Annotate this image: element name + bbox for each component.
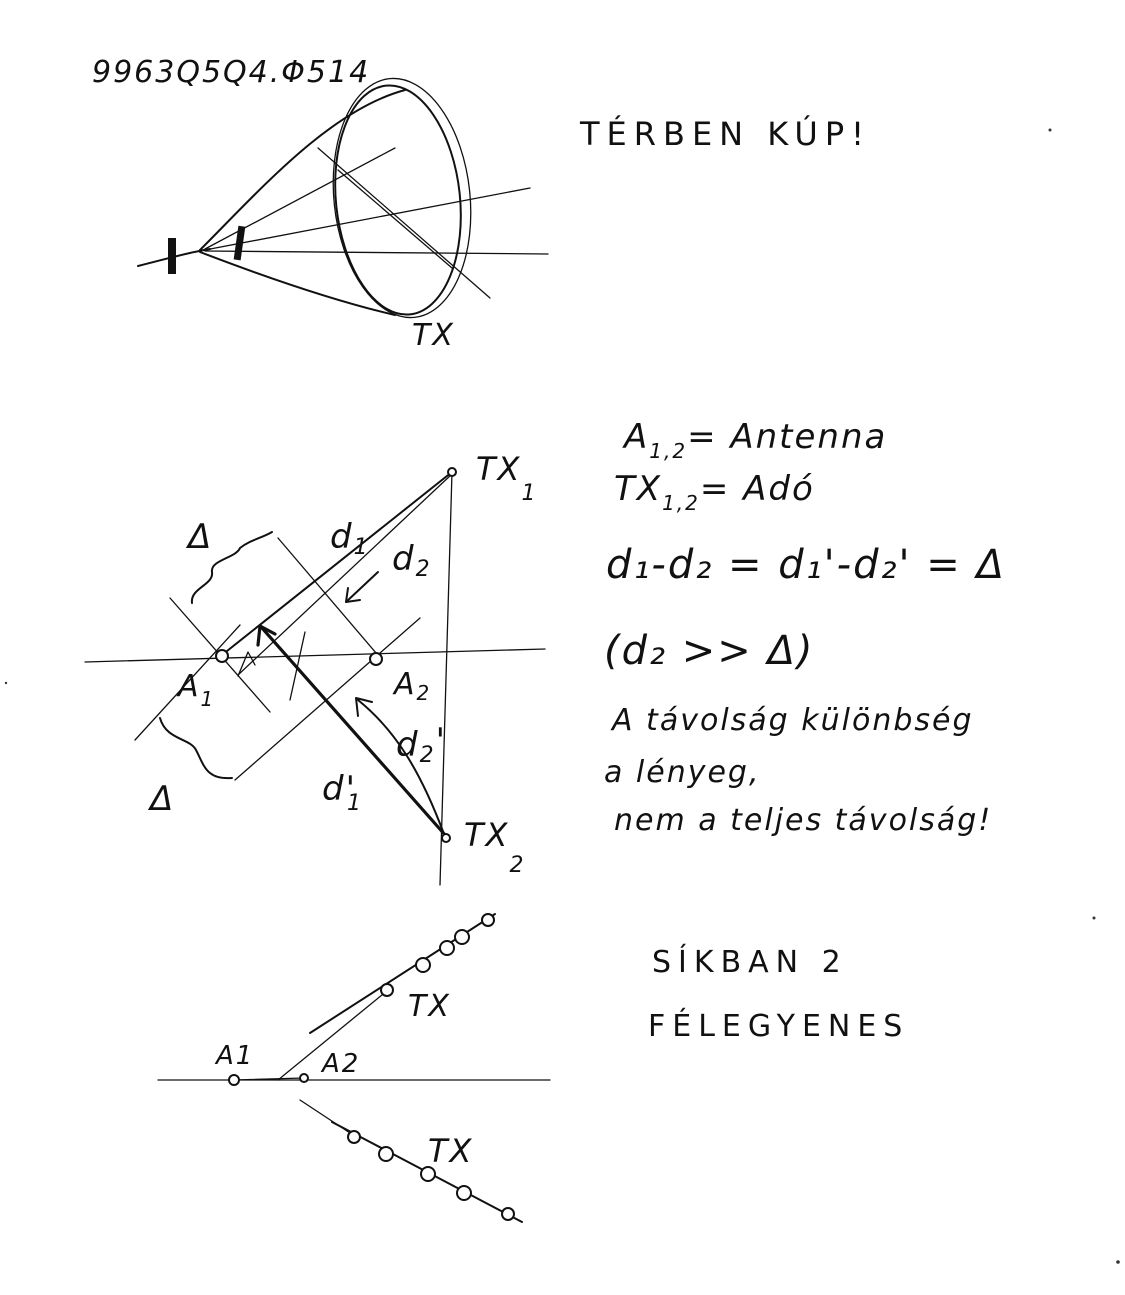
antenna-block-2 [233, 225, 246, 261]
antenna-block-1 [168, 238, 176, 274]
ray-2 [204, 187, 531, 251]
ray-5 [337, 169, 453, 269]
lower-tx-point-3 [420, 1166, 436, 1182]
cone-base-ellipse-outline [332, 77, 472, 319]
cone-lower-edge [199, 251, 396, 316]
a1-label-2: A1 [214, 1041, 254, 1071]
d1p-label: d'1 [322, 769, 363, 816]
a2-label-2: A2 [320, 1049, 360, 1079]
lower-tx-point-5 [501, 1207, 515, 1221]
delta-top-label: Δ [185, 517, 213, 557]
header-code: 9963Q5Q4.Φ514 [92, 55, 370, 90]
legend-antenna: A1,2= Antenna [622, 417, 887, 463]
halfline-diagram: A1 A2 TX TX [157, 913, 551, 1223]
note-line-3: nem a teljes távolság! [614, 803, 992, 838]
a1-label: A1 [176, 669, 215, 711]
upper-tx-point-1 [380, 983, 394, 997]
perp-line-3 [134, 624, 241, 741]
small-marks [237, 651, 256, 677]
lower-tx-point-2 [378, 1146, 394, 1162]
note-line-1: A távolság különbség [610, 703, 974, 738]
delta-bottom-label: Δ [147, 779, 175, 819]
d2-label: d2 [392, 539, 432, 582]
upper-tx-point-5 [481, 913, 495, 927]
d2p-curve [357, 699, 445, 835]
tx2-point [441, 833, 451, 843]
legend-transmitter: TX1,2= Adó [614, 469, 815, 515]
vertical-line [439, 471, 453, 886]
baseline [84, 648, 546, 663]
ray-3 [204, 250, 549, 255]
ray-4 [317, 147, 491, 299]
cone-upper-edge [199, 89, 406, 251]
scan-speck-4 [4, 681, 8, 685]
tx-upper-label: TX [408, 989, 451, 1024]
a2-point [369, 652, 383, 666]
a1-a2-segment [233, 1077, 305, 1081]
distance-condition: (d₂ >> Δ) [604, 628, 814, 674]
d2-arrow [345, 571, 379, 603]
upper-tx-point-4 [454, 929, 470, 945]
d2p-arrowhead [355, 697, 373, 717]
tx1-point [447, 467, 457, 477]
a1-point-2 [228, 1074, 240, 1086]
lower-tx-point-4 [456, 1185, 472, 1201]
perp-line-4 [234, 617, 421, 781]
d2-arrowhead [345, 587, 361, 603]
d1p-arrowhead [256, 624, 277, 647]
scan-speck-2 [1092, 916, 1096, 920]
d1-label: d1 [330, 517, 370, 560]
brace-bottom [159, 717, 233, 780]
halfline-note-1: SÍKBAN 2 [652, 944, 848, 980]
scan-speck-3 [1116, 1260, 1120, 1264]
small-mark-2 [289, 631, 306, 701]
tx1-label: TX1 [476, 450, 537, 506]
upper-tx-point-3 [439, 940, 455, 956]
d2p-label: d2' [396, 721, 447, 768]
tx2-label: TX2 [464, 816, 525, 878]
cone-diagram: TX [137, 77, 549, 353]
d1p-line [260, 626, 448, 838]
tx-lower-label: TX [428, 1132, 473, 1170]
upper-guide [277, 989, 389, 1081]
a1-point [215, 649, 229, 663]
distance-equation: d₁-d₂ = d₁'-d₂' = Δ [606, 542, 1006, 588]
a2-label: A2 [392, 667, 431, 705]
scan-speck-1 [1048, 128, 1052, 132]
note-line-2: a lényeg, [604, 755, 761, 790]
ray-1 [204, 147, 396, 250]
halfline-note-2: FÉLEGYENES [648, 1008, 909, 1044]
cone-base-ellipse [334, 84, 462, 316]
distance-diagram: Δ Δ d1 d2 d'1 d2' A1 A2 TX1 TX2 [84, 450, 546, 886]
lower-tx-point-1 [347, 1130, 361, 1144]
cone-note: TÉRBEN KÚP! [579, 114, 871, 153]
cone-tx-label: TX [412, 318, 455, 353]
brace-top [190, 531, 273, 604]
upper-tx-point-2 [415, 957, 431, 973]
a2-point-2 [299, 1073, 309, 1083]
perp-line-2 [277, 537, 383, 661]
distance-notes: A1,2= Antenna TX1,2= Adó d₁-d₂ = d₁'-d₂'… [604, 417, 1006, 838]
